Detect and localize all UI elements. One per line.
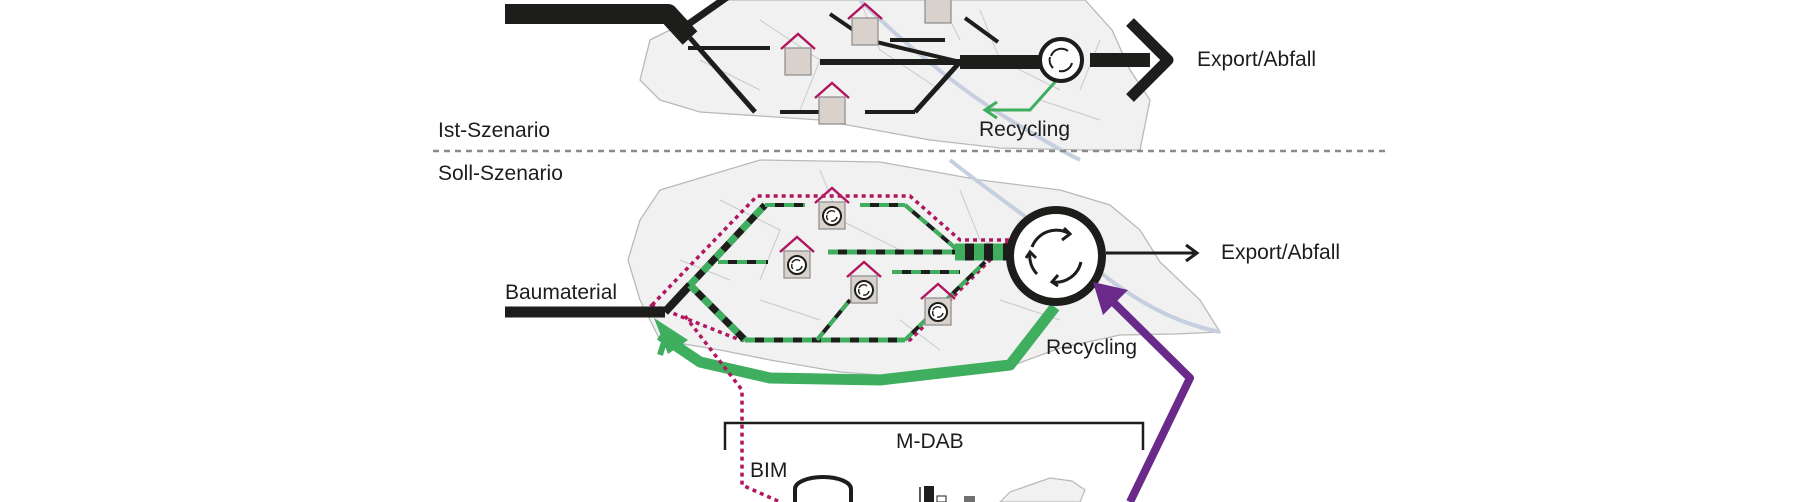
recycling-arrowhead-ist [982,100,998,120]
recycling-loop-arrow-tail [657,341,667,356]
data-flow-arrow [1100,289,1194,502]
recycling-label-soll: Recycling [1046,336,1137,359]
mdab-label: M-DAB [896,430,964,453]
bim-link-line [683,314,781,502]
database-icon [793,475,853,502]
soll-szenario-label: Soll-Szenario [438,162,563,185]
recycling-loop-arrowhead [654,318,688,354]
data-flow-arrowhead [1093,282,1128,315]
mdab-bracket [723,421,1145,450]
recycling-hub-icon-ist [1038,37,1084,83]
bar-chart-icon [919,486,975,502]
baumaterial-label: Baumaterial [505,281,617,304]
recycling-loop-arrow [656,303,1060,386]
recycling-label-ist: Recycling [979,118,1070,141]
export-abfall-label-soll: Export/Abfall [1221,241,1340,264]
export-arrowhead-soll [1185,243,1200,263]
house-icon [919,0,957,25]
soll-flows-green-dashes [687,202,1008,343]
danube-river-soll [948,158,1221,334]
export-abfall-label-ist: Export/Abfall [1197,48,1316,71]
ist-flows [505,0,1174,114]
recycling-hub-icon-soll [1006,206,1106,306]
recycling-flow-ist [985,81,1057,112]
vienna-map-mini [999,477,1086,502]
ist-szenario-label: Ist-Szenario [438,119,550,142]
bim-label: BIM [750,459,787,482]
